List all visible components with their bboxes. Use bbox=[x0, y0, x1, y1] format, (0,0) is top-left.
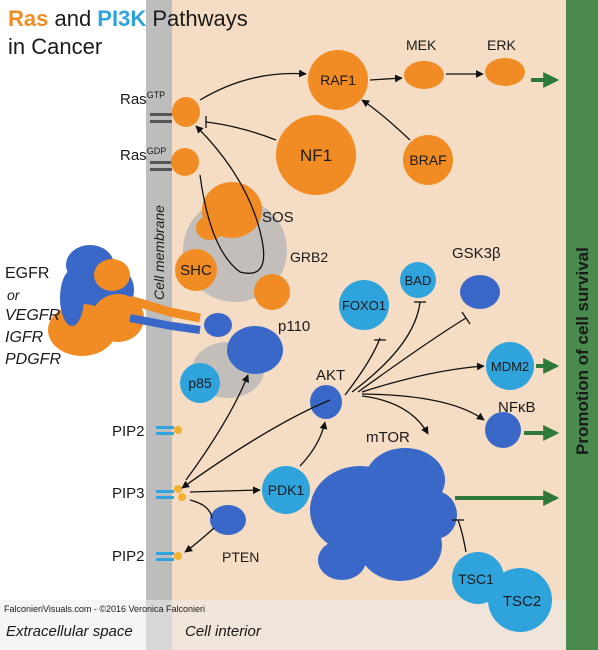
p85-circle bbox=[180, 363, 220, 403]
p85-label: p85 bbox=[188, 375, 212, 391]
ras-gdp-anchor bbox=[150, 161, 172, 164]
akt-label: AKT bbox=[316, 367, 345, 384]
grb2-label: GRB2 bbox=[290, 249, 328, 265]
pdk1-circle bbox=[262, 466, 310, 514]
erk-protein bbox=[485, 58, 525, 86]
foxo1-label: FOXO1 bbox=[342, 298, 386, 313]
mek-label: MEK bbox=[406, 37, 437, 53]
bad-circle bbox=[400, 262, 436, 298]
pten-protein bbox=[210, 505, 246, 535]
pdk1-label: PDK1 bbox=[268, 482, 305, 498]
mek-protein bbox=[404, 61, 444, 89]
p110-label: p110 bbox=[278, 318, 310, 335]
survival-label: Promotion of cell survival bbox=[573, 247, 592, 455]
ras-gtp-anchor-2 bbox=[150, 120, 172, 123]
nf1-label: NF1 bbox=[300, 146, 332, 165]
egfr-receptor bbox=[48, 245, 201, 356]
sos-protein-lobe bbox=[196, 216, 224, 240]
pip3-label: PIP3 bbox=[112, 485, 145, 502]
survival-arrows bbox=[455, 72, 560, 506]
ras-gtp-anchor bbox=[150, 113, 172, 116]
tsc2-circle bbox=[488, 568, 552, 632]
mdm2-circle bbox=[486, 342, 534, 390]
ras-gdp-anchor-2 bbox=[150, 168, 172, 171]
raf1-label: RAF1 bbox=[320, 72, 356, 88]
nfkb-protein bbox=[485, 412, 521, 448]
p110-protein bbox=[227, 326, 283, 374]
or-label: or bbox=[7, 287, 21, 303]
interior-label: Cell interior bbox=[185, 623, 262, 640]
pip2-top-lipid bbox=[156, 426, 182, 435]
ras-gtp-protein bbox=[172, 97, 200, 127]
ras-gdp-label: RasGDP bbox=[120, 146, 166, 164]
igfr-label: IGFR bbox=[5, 329, 44, 346]
pip2-bottom-label: PIP2 bbox=[112, 548, 145, 565]
egfr-label: EGFR bbox=[5, 265, 49, 282]
shc-circle bbox=[175, 249, 217, 291]
mtor-protein bbox=[310, 448, 457, 581]
pdgfr-label: PDGFR bbox=[5, 351, 61, 368]
title-line2: in Cancer bbox=[8, 34, 102, 59]
credit-text: FalconieriVisuals.com - ©2016 Veronica F… bbox=[4, 604, 205, 614]
title-line1: Ras and PI3K Pathways bbox=[8, 6, 248, 31]
grb2-protein bbox=[254, 274, 290, 310]
pip2-bottom-lipid bbox=[156, 552, 182, 561]
sos-label: SOS bbox=[262, 209, 294, 226]
mdm2-label: MDM2 bbox=[491, 359, 529, 374]
nfkb-label: NFκB bbox=[498, 399, 536, 416]
pip3-lipid bbox=[156, 485, 186, 501]
shc-label: SHC bbox=[180, 262, 212, 279]
gsk3b-protein bbox=[460, 275, 500, 309]
gsk3b-label: GSK3β bbox=[452, 245, 501, 262]
braf-label: BRAF bbox=[409, 152, 446, 168]
footer-band bbox=[0, 600, 566, 650]
ras-gtp-label: RasGTP bbox=[120, 90, 165, 108]
foxo1-circle bbox=[339, 280, 389, 330]
p110-lobe bbox=[204, 313, 232, 337]
vegfr-label: VEGFR bbox=[5, 307, 61, 324]
mtor-label: mTOR bbox=[366, 429, 410, 446]
extracellular-label: Extracellular space bbox=[6, 623, 133, 640]
pip2-top-label: PIP2 bbox=[112, 423, 145, 440]
bad-label: BAD bbox=[405, 273, 432, 288]
nf1-circle bbox=[276, 115, 356, 195]
tsc2-label: TSC2 bbox=[503, 593, 541, 610]
braf-circle bbox=[403, 135, 453, 185]
survival-bar bbox=[566, 0, 598, 650]
pathway-arrows bbox=[181, 69, 485, 553]
pten-label: PTEN bbox=[222, 549, 259, 565]
ras-gdp-protein bbox=[171, 148, 199, 176]
tsc1-label: TSC1 bbox=[458, 571, 494, 587]
raf1-circle bbox=[308, 50, 368, 110]
erk-label: ERK bbox=[487, 37, 516, 53]
cell-membrane-label: Cell membrane bbox=[151, 205, 167, 300]
